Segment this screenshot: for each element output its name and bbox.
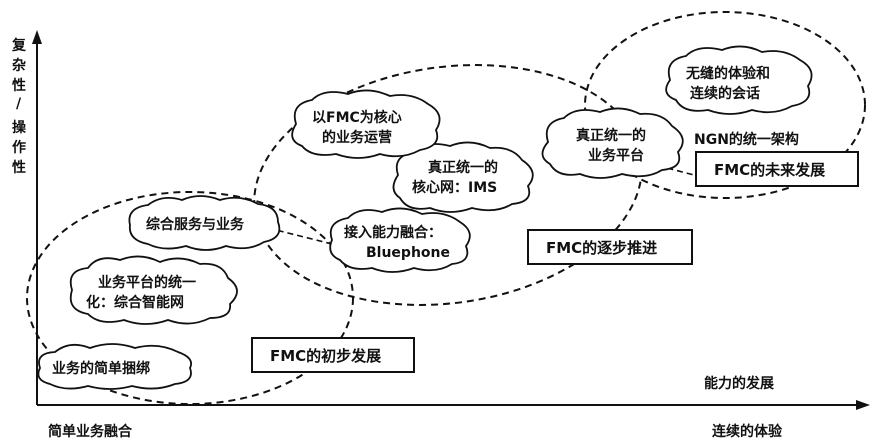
cloud-ims-text-2: 核心网：IMS bbox=[412, 179, 497, 196]
cloud-unify-text-2: 化：综合智能网 bbox=[86, 294, 184, 311]
cloud-access-text-1: 接入能力融合： bbox=[344, 224, 442, 241]
y-label-char: 杂 bbox=[12, 58, 26, 74]
x-axis-end-label: 连续的体验 bbox=[712, 423, 783, 440]
cloud-seamless-shape bbox=[665, 45, 813, 115]
y-axis-label: 复 杂 性 / 操 作 性 bbox=[11, 37, 27, 176]
cloud-platform-text-2: 业务平台 bbox=[588, 147, 644, 164]
ngn-label: NGN的统一架构 bbox=[694, 131, 799, 148]
cloud-operation-text-1: 以FMC为核心 bbox=[312, 109, 402, 126]
y-label-char: 操 bbox=[12, 119, 27, 136]
x-axis-start-label: 简单业务融合 bbox=[48, 423, 133, 440]
future-stage-ellipse bbox=[584, 11, 866, 199]
y-label-char: 性 bbox=[12, 77, 26, 94]
cloud-unify-shape bbox=[69, 255, 238, 325]
initial-stage-ellipse bbox=[26, 191, 354, 405]
cloud-labels: 业务的简单捆绑 业务平台的统一 化：综合智能网 综合服务与业务 接入能力融合： … bbox=[52, 65, 770, 377]
y-label-char: / bbox=[16, 96, 22, 112]
cloud-integrated-text: 综合服务与业务 bbox=[146, 216, 245, 233]
cloud-ims-text-1: 真正统一的 bbox=[428, 159, 498, 176]
y-label-char: 性 bbox=[12, 159, 26, 176]
future-stage-box bbox=[695, 151, 859, 187]
cloud-seamless-text-1: 无缝的体验和 bbox=[685, 65, 770, 82]
cloud-platform-shape bbox=[541, 107, 684, 179]
cloud-unify-text-1: 业务平台的统一 bbox=[98, 274, 196, 291]
cloud-operation-text-2: 的业务运营 bbox=[322, 129, 392, 146]
cloud-platform-text-1: 真正统一的 bbox=[576, 127, 646, 144]
initial-stage-box bbox=[251, 337, 415, 373]
gradual-stage-box bbox=[527, 229, 693, 265]
stage-boxes: FMC的初步发展 FMC的逐步推进 FMC的未来发展 bbox=[251, 151, 859, 373]
cloud-ims-shape bbox=[392, 141, 534, 213]
y-label-char: 复 bbox=[11, 37, 27, 54]
clouds bbox=[37, 45, 813, 390]
axes bbox=[32, 30, 870, 410]
cloud-integrated-shape bbox=[128, 195, 281, 251]
cloud-bundle-text: 业务的简单捆绑 bbox=[52, 360, 150, 377]
x-axis-label: 能力的发展 bbox=[704, 375, 774, 392]
initial-stage-label: FMC的初步发展 bbox=[270, 347, 381, 365]
cloud-seamless-text-2: 连续的会话 bbox=[690, 85, 760, 102]
cloud-operation-shape bbox=[291, 89, 441, 159]
cloud-bundle-shape bbox=[37, 343, 193, 390]
y-label-char: 作 bbox=[12, 139, 26, 156]
gradual-stage-label: FMC的逐步推进 bbox=[546, 239, 657, 257]
cloud-access-shape bbox=[329, 207, 471, 273]
cloud-access-text-2: Bluephone bbox=[366, 245, 450, 261]
future-stage-label: FMC的未来发展 bbox=[714, 161, 825, 179]
